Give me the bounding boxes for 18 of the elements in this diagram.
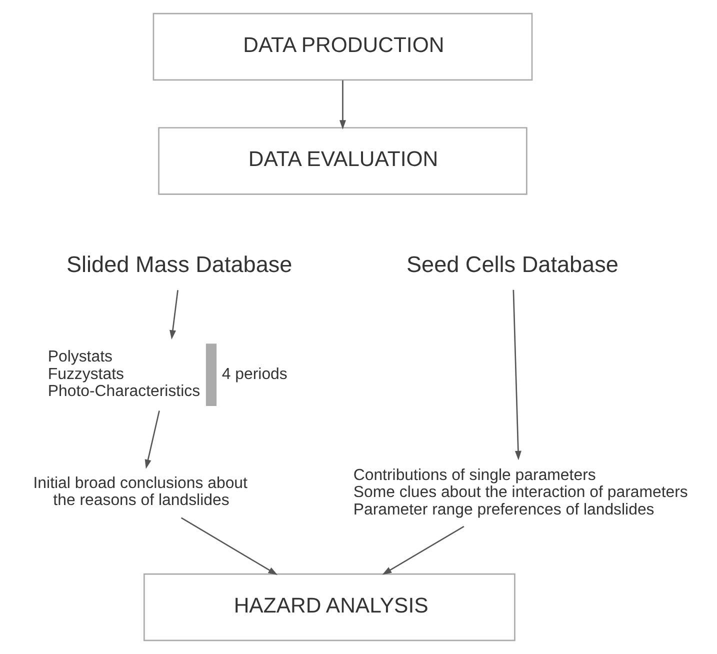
node-box: DATA EVALUATION xyxy=(158,127,527,195)
arrow xyxy=(382,526,464,575)
arrow xyxy=(144,410,160,469)
arrow xyxy=(512,290,521,460)
node-box: DATA PRODUCTION xyxy=(152,12,532,81)
node-box: HAZARD ANALYSIS xyxy=(143,573,515,642)
node-text: Slided Mass Database xyxy=(66,252,292,278)
node-label: Fuzzystats xyxy=(47,366,124,383)
node-text: Contributions of single parameters Some clues about the interaction of parameters Parameter range preferences of landslides xyxy=(352,466,688,518)
node-label: 4 periods xyxy=(221,366,287,383)
arrow xyxy=(180,517,278,576)
node-box xyxy=(205,344,216,406)
node-label: Photo-Characteristics xyxy=(47,383,200,400)
arrow xyxy=(338,80,346,130)
node-text: Seed Cells Database xyxy=(406,252,618,278)
node-label: Polystats xyxy=(47,348,112,366)
arrow xyxy=(169,290,178,340)
node-text: Initial broad conclusions about the reasons of landslides xyxy=(32,474,247,510)
